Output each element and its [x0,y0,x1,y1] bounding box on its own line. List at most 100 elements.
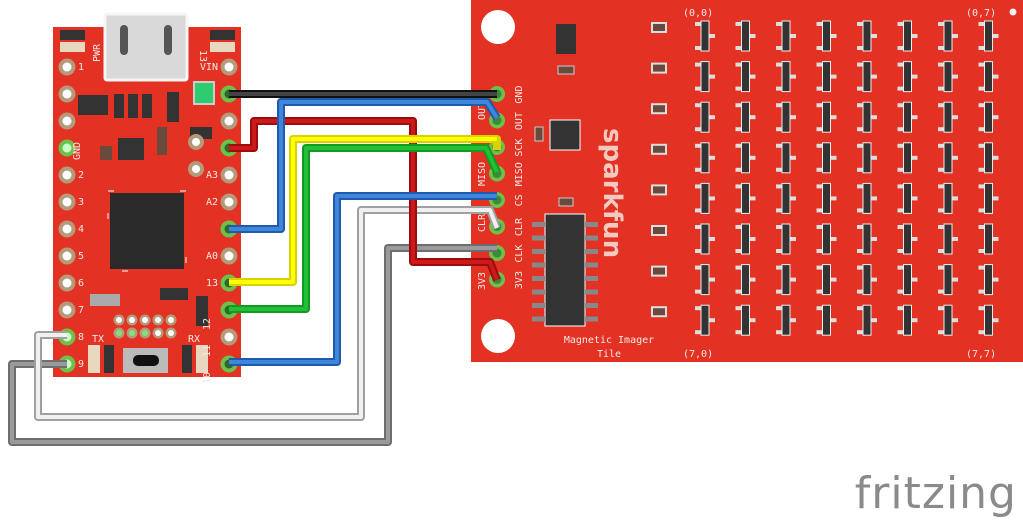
sensor-lead [816,22,823,26]
sensor-lead [695,62,701,67]
hall-sensor [862,61,872,93]
soic-leg [532,235,545,241]
corner-label-top-left: (0,0) [683,8,713,19]
soic-leg [585,222,598,227]
hall-sensor [862,304,872,336]
sensor-lead [857,62,863,67]
led13 [210,42,235,52]
sensor-lead [735,225,742,229]
hall-sensor [741,20,750,52]
row-capacitor [651,184,667,196]
sensor-lead [938,86,944,91]
sensor-lead [830,237,837,241]
sensor-lead [735,143,742,148]
sensor-lead [938,289,944,294]
pin-hole [62,224,72,234]
isp-hole [129,317,135,323]
sensor-lead [992,237,999,241]
sensor-lead [952,237,958,241]
sensor-lead [816,225,823,229]
hall-sensor [781,142,791,174]
sensor-lead [857,265,863,270]
sensor-lead [938,167,944,172]
sensor-lead [830,34,837,38]
sensor-lead [897,167,904,172]
sensor-lead [816,184,823,189]
tile-pin-label: 3V3 [514,271,525,289]
hall-sensor [903,20,912,52]
wire-3v3-red-core [229,119,499,281]
sensor-lead [776,225,782,229]
sensor-lead [830,277,837,282]
soic-leg [532,276,545,281]
sensor-lead [735,22,742,26]
hall-sensor [700,101,710,133]
sensor-lead [735,46,742,50]
pin-label-left: 1 [78,62,84,73]
sensor-lead [911,237,918,241]
sensor-lead [897,103,904,108]
reset-button-cap [133,355,159,366]
hall-sensor [984,20,993,52]
hall-sensor [903,142,912,174]
sensor-lead [695,208,701,213]
row-capacitor [651,225,667,236]
sensor-lead [749,318,756,323]
sensor-lead [749,34,756,38]
sensor-lead [938,330,944,335]
hall-sensor [822,223,831,255]
hall-sensor [822,142,831,174]
hall-sensor [741,61,750,93]
hall-sensor [741,101,750,133]
sensor-lead [830,74,837,79]
sensor-lead [735,330,742,335]
sensor-lead [735,62,742,67]
isp-hole [116,330,122,336]
tile-title-line1: Magnetic Imager [564,335,654,346]
hall-sensor [984,142,993,174]
pin-label-left: 4 [78,224,84,235]
sensor-lead [857,330,863,335]
hall-sensor [903,304,912,336]
isp-hole [129,330,135,336]
pin-label-left: 7 [78,305,84,316]
sensor-lead [695,265,701,270]
hall-sensor [943,61,953,93]
hall-sensor [943,142,953,174]
soic-leg [532,316,545,322]
hall-sensor [741,142,750,174]
mcu-chip [110,193,184,269]
sensor-lead [897,289,904,294]
isp-header [113,314,177,339]
hall-sensor [943,264,953,296]
sensor-lead [992,318,999,323]
tile-title-line2: Tile [597,349,621,360]
sensor-lead [695,22,701,26]
sensor-lead [897,249,904,253]
sensor-lead [749,237,756,241]
hall-sensor [984,101,993,133]
sensor-lead [749,277,756,282]
hall-sensor-grid [695,20,999,336]
sensor-lead [695,46,701,50]
sensor-lead [816,62,823,67]
pin-label-right: A3 [206,170,218,181]
inner-pad-hole [192,138,200,146]
sensor-lead [735,289,742,294]
tile-pin-label: MISO [514,162,525,186]
sensor-lead [790,155,796,160]
sensor-lead [992,115,999,120]
pin-label-left: 8 [78,332,84,343]
pin-label-right: 12 [202,318,213,330]
sensor-lead [978,330,985,335]
switch-part [90,294,120,306]
green-component [193,81,215,105]
soic-legs [532,222,598,322]
sensor-lead [857,22,863,26]
sensor-lead [978,22,985,26]
isp-hole [155,317,161,323]
sensor-lead [911,318,918,323]
sensor-lead [911,115,918,120]
pin-label-left: 9 [78,359,84,370]
diode [167,92,179,122]
